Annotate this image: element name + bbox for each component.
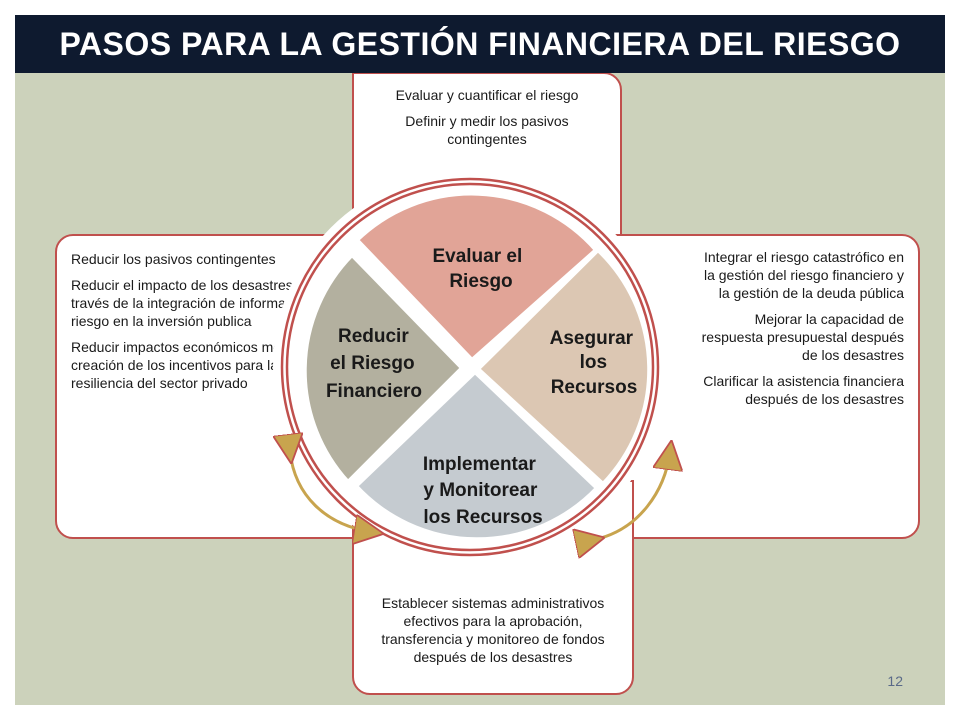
panel-right-item: Mejorar la capacidad de respuesta presup… [701,311,904,363]
outer-ring-outer [280,177,660,557]
panel-top-item: Definir y medir los pasivos contingentes [405,113,569,147]
panel-bottom-item: Establecer sistemas administrativos efec… [381,595,605,665]
quadrant-left-label: Reducir el Riesgo Financiero [326,326,422,402]
quadrant-bottom-label: Implementar y Monitorear los Recursos [423,454,543,528]
panel-left-item: Reducir impactos económicos mediante la … [71,339,335,391]
panel-left-item: Reducir los pasivos contingentes [71,251,276,267]
slide-title: PASOS PARA LA GESTIÓN FINANCIERA DEL RIE… [59,25,901,62]
panel-left-item: Reducir el impacto de los desastres a tr… [71,277,331,329]
title-bar: PASOS PARA LA GESTIÓN FINANCIERA DEL RIE… [15,15,945,73]
quadrant-right-label: Asegurar los Recursos [550,328,639,398]
quadrant-top-evaluar [354,191,599,363]
panel-right-item: Clarificar la asistencia financiera desp… [703,373,904,407]
page-number: 12 [887,673,903,689]
outer-ring-inner [285,182,655,552]
panel-top-item: Evaluar y cuantificar el riesgo [395,87,579,103]
cycle-arrow-left [290,452,372,532]
quadrant-top-label: Evaluar el Riesgo [432,246,527,292]
cycle-arrow-right [593,452,670,540]
panel-right-item: Integrar el riesgo catastrófico en la ge… [703,249,904,301]
